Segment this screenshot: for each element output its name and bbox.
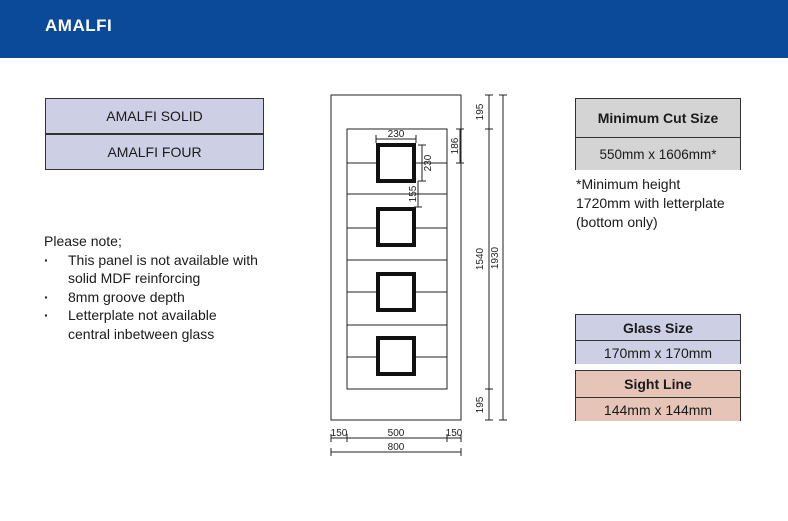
dim-glass-width: 230 [388,129,405,140]
dim-panel-height: 1540 [475,247,486,270]
sight-line-value: 144mm x 144mm [576,397,740,421]
minimum-cut-size-value: 550mm x 1606mm* [576,137,740,170]
dim-panel-width: 500 [388,428,405,439]
dim-top-offset: 186 [450,137,461,154]
sight-line-title: Sight Line [576,371,740,397]
dim-right-margin: 150 [446,428,463,439]
note-item: 8mm groove depth [44,288,314,307]
page-title: AMALFI [45,16,113,35]
glass-unit-2 [376,207,416,247]
minimum-cut-size-box: Minimum Cut Size 550mm x 1606mm* [575,98,741,170]
header-bar: AMALFI [0,0,788,58]
glass-size-value: 170mm x 170mm [576,340,740,364]
dim-glass-spacing: 155 [408,185,419,202]
dim-left-margin: 150 [331,428,348,439]
dim-door-width: 800 [388,442,405,453]
minimum-cut-note: *Minimum height 1720mm with letterplate … [576,176,725,230]
dim-top-gap: 195 [475,103,486,120]
please-note-section: Please note; This panel is not available… [44,232,314,343]
glass-unit-1 [376,143,416,183]
glass-unit-3 [376,272,416,312]
note-title: Please note; [44,233,122,249]
note-item: Letterplate not available central inbetw… [44,306,314,343]
note-list: This panel is not available with solid M… [44,251,314,344]
variant-amalfi-solid[interactable]: AMALFI SOLID [45,98,264,134]
sight-line-box: Sight Line 144mm x 144mm [575,370,741,421]
variant-amalfi-four[interactable]: AMALFI FOUR [45,134,264,170]
glass-size-title: Glass Size [576,315,740,340]
glass-size-box: Glass Size 170mm x 170mm [575,314,741,364]
groove-lines [347,162,447,358]
minimum-cut-size-title: Minimum Cut Size [576,99,740,137]
dim-bottom-gap: 195 [475,396,486,413]
glass-unit-4 [376,336,416,376]
dim-door-height: 1930 [490,246,501,269]
dim-glass-height: 230 [423,154,434,171]
door-outline [330,94,462,421]
panel-outline [346,128,448,390]
note-item: This panel is not available with solid M… [44,251,314,288]
